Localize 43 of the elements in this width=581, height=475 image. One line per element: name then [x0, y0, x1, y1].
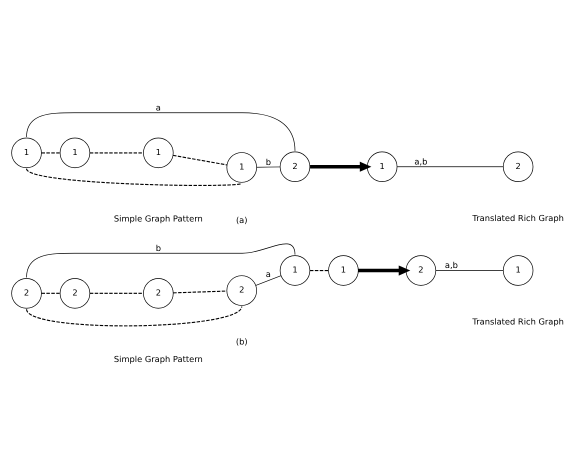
- edge-label: a,b: [414, 156, 428, 166]
- node-circle: 2: [226, 274, 257, 306]
- label: Translated Rich Graph: [472, 316, 564, 326]
- connector: [173, 290, 227, 293]
- node-circle: 1: [60, 137, 90, 168]
- label: (a): [236, 214, 248, 224]
- edge-label: a: [156, 102, 161, 112]
- connector: [42, 152, 60, 153]
- edge-label: b: [156, 242, 161, 252]
- label: (b): [236, 336, 248, 346]
- arrow: [358, 264, 410, 276]
- node-circle: 1: [280, 254, 310, 286]
- connector: [173, 154, 227, 165]
- node-circle: 2: [143, 278, 174, 308]
- label: Simple Graph Pattern: [114, 212, 203, 223]
- node-circle: 1: [366, 151, 398, 182]
- node-circle: 2: [60, 278, 90, 308]
- connector: [396, 166, 504, 167]
- node-circle: 2: [502, 151, 534, 182]
- node-circle: 1: [328, 254, 359, 286]
- node-circle: 2: [406, 254, 436, 286]
- connector: [42, 292, 60, 294]
- node-circle: 1: [502, 254, 534, 286]
- connector: [310, 269, 328, 271]
- edge-label: a: [266, 268, 271, 279]
- connector: [256, 166, 280, 168]
- connector: [255, 274, 282, 286]
- connector: [90, 292, 144, 294]
- label: Simple Graph Pattern: [114, 353, 203, 364]
- node-circle: 1: [11, 137, 42, 168]
- arrow: [310, 161, 372, 172]
- node-circle: 2: [280, 151, 310, 182]
- edge-label: b: [266, 156, 271, 167]
- connector: [26, 306, 242, 326]
- connector: [90, 152, 144, 153]
- connector: [26, 112, 296, 151]
- node-circle: 1: [226, 152, 257, 182]
- node-circle: 1: [143, 137, 174, 168]
- edge-label: a,b: [444, 260, 458, 270]
- label: Translated Rich Graph: [472, 212, 564, 222]
- node-circle: 2: [11, 278, 42, 308]
- connector: [26, 243, 296, 278]
- connector: [26, 168, 242, 186]
